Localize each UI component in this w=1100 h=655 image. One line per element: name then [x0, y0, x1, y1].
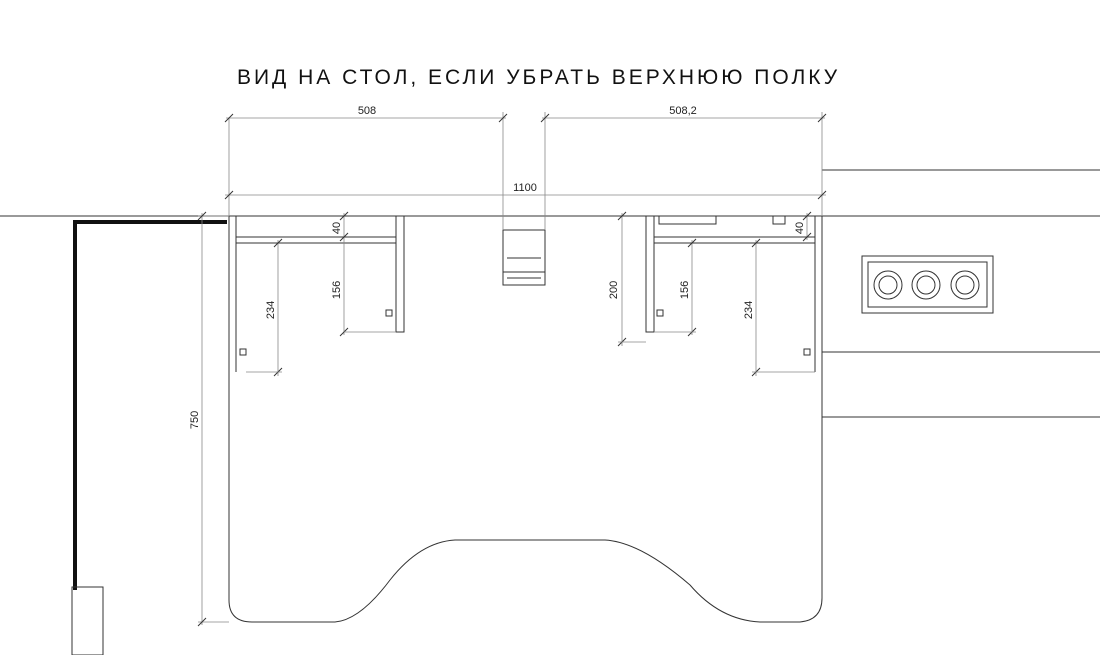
dim-left-inner-rail: 156 — [331, 281, 343, 299]
cooktop-icon — [861, 255, 994, 314]
center-unit — [502, 229, 546, 286]
right-lower-line — [821, 350, 1100, 418]
left-inner-panel — [395, 215, 405, 333]
left-handle — [239, 348, 247, 356]
desk-top-outline — [228, 216, 823, 623]
dim-total-width: 1100 — [513, 182, 537, 194]
right-top-device — [658, 215, 717, 225]
left-post — [71, 586, 104, 655]
right-inner-handle — [656, 309, 664, 317]
dim-left-shelf-gap: 40 — [331, 222, 343, 234]
dim-depth: 750 — [189, 411, 201, 429]
right-inner-panel — [645, 215, 655, 333]
dim-right-inner-rail: 156 — [679, 281, 691, 299]
right-top-device-2 — [772, 215, 786, 225]
drawing-title: ВИД НА СТОЛ, ЕСЛИ УБРАТЬ ВЕРХНЮЮ ПОЛКУ — [236, 66, 841, 89]
right-handle — [803, 348, 811, 356]
left-partition — [73, 220, 227, 590]
top-dimensions — [224, 112, 827, 230]
dim-right-width: 508,2 — [669, 105, 697, 117]
dim-left-outer-rail: 234 — [265, 301, 277, 319]
dim-left-width: 508 — [358, 105, 376, 117]
dim-right-shelf-gap: 40 — [794, 222, 806, 234]
dim-right-outer-rail: 234 — [743, 301, 755, 319]
left-inner-handle — [385, 309, 393, 317]
dim-center-rail: 200 — [608, 281, 620, 299]
vertical-dimensions — [197, 211, 815, 627]
